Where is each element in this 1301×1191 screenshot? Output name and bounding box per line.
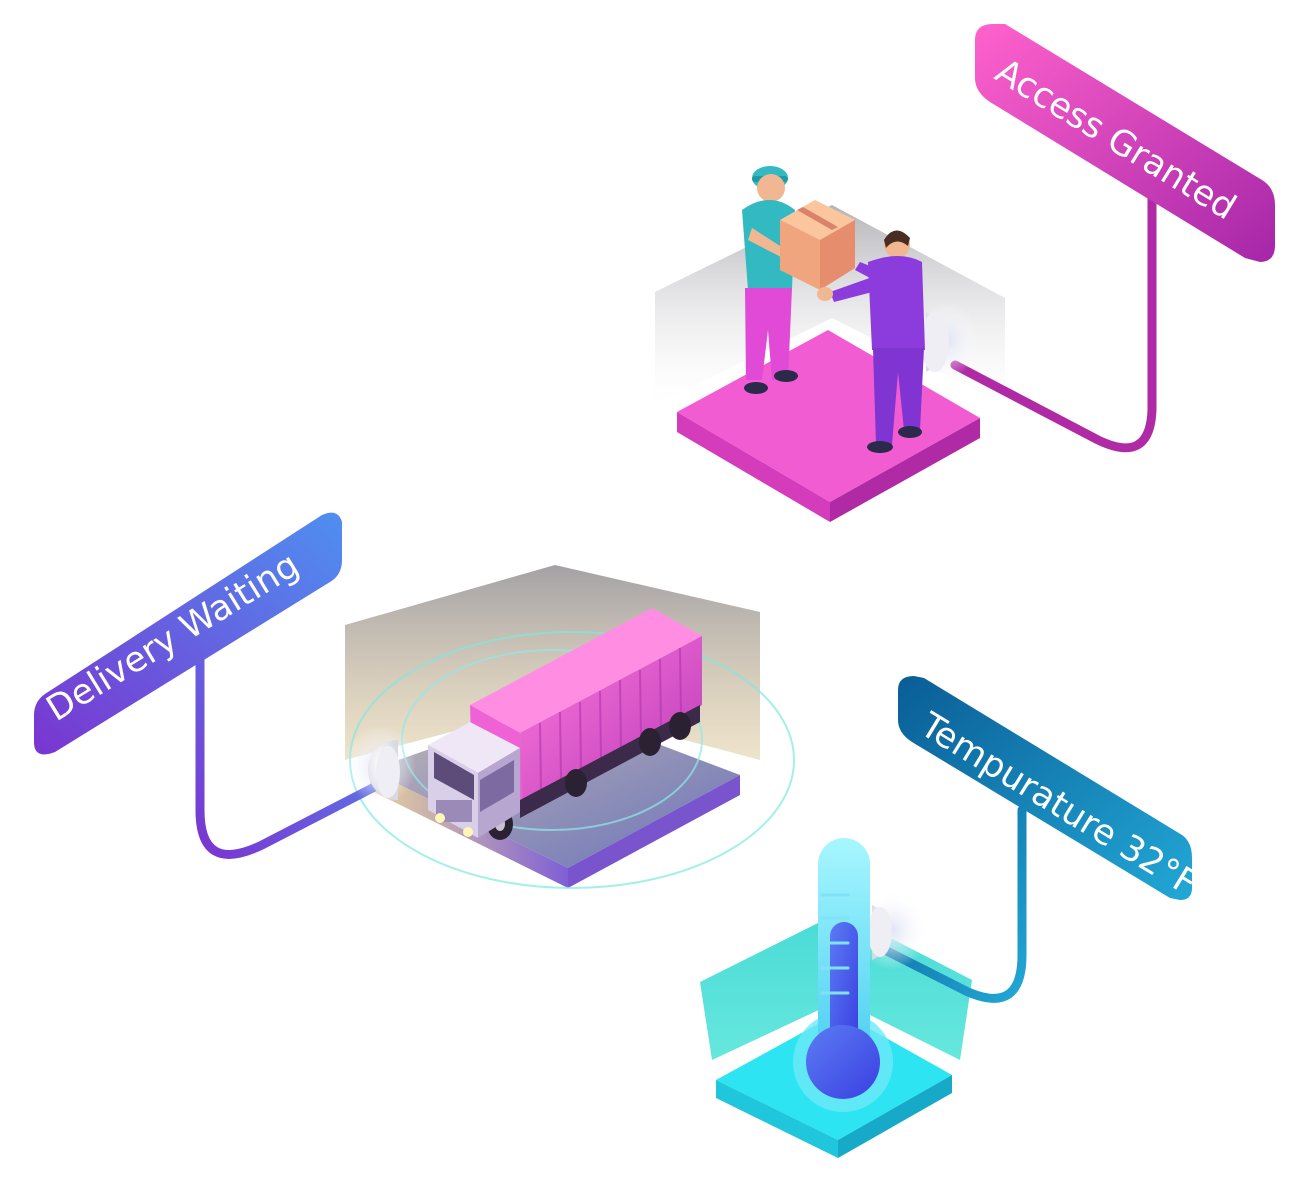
thermometer-icon	[793, 838, 893, 1112]
temperature-label: Tempurature 32°F	[912, 705, 1203, 904]
delivery-handover-icon	[742, 166, 925, 453]
access-granted-tag: Access Granted	[975, 24, 1275, 262]
access-connector-line	[950, 165, 1157, 453]
truck-icon	[428, 608, 702, 840]
access-granted-label: Access Granted	[988, 52, 1242, 229]
temperature-tag: Tempurature 32°F	[898, 676, 1204, 904]
delivery-waiting-label: Delivery Waiting	[40, 545, 306, 729]
delivery-sensor-knob	[344, 725, 416, 805]
temperature-sensor-knob	[856, 890, 928, 970]
temperature-connector-line	[880, 805, 1027, 1003]
delivery-connector-line	[195, 645, 393, 859]
delivery-waiting-tag: Delivery Waiting	[34, 512, 342, 755]
access-sensor-knob	[918, 302, 978, 378]
